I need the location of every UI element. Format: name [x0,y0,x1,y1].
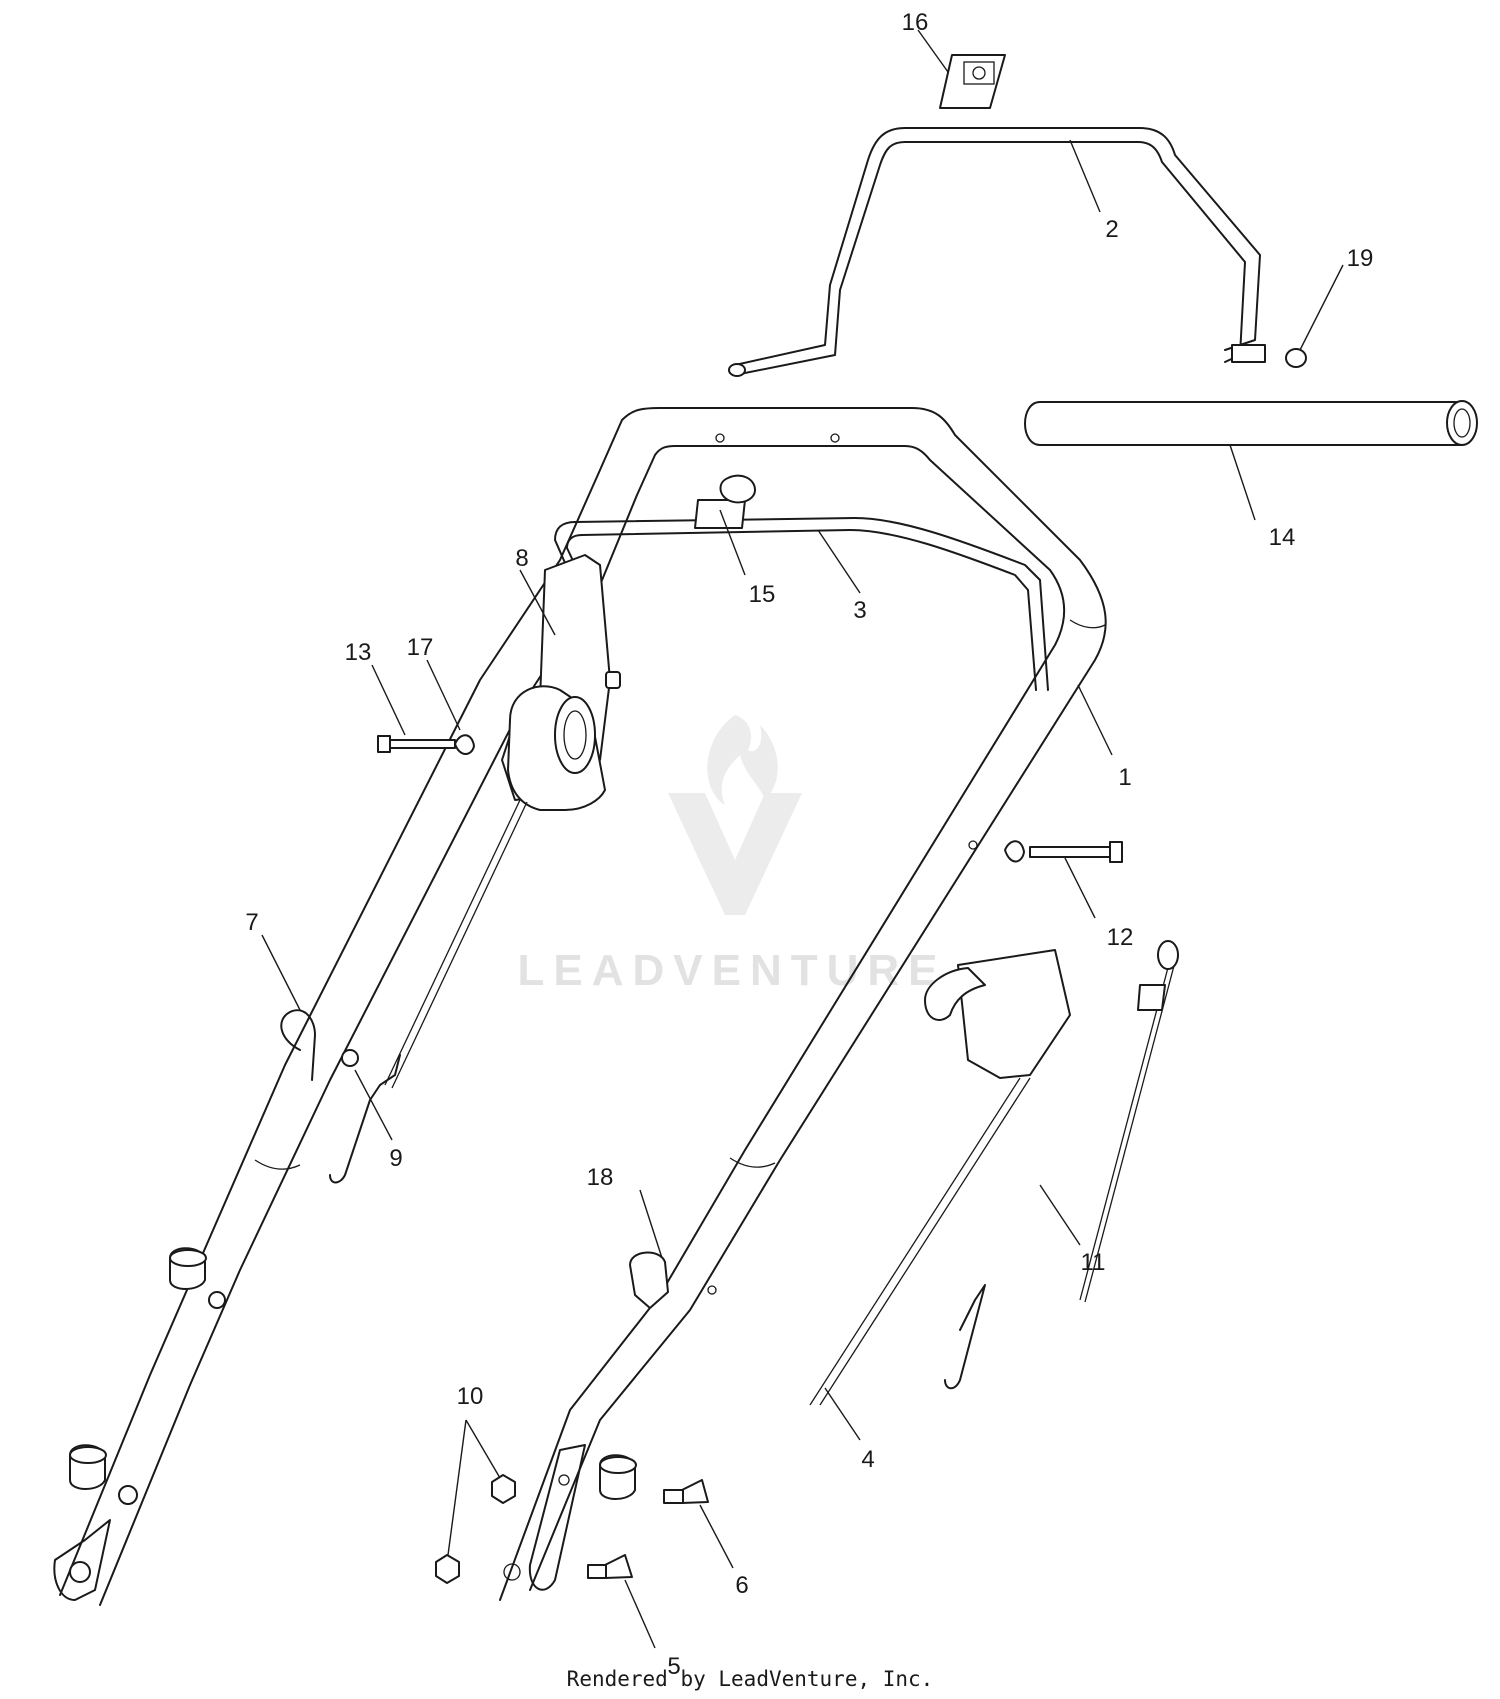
watermark-text: LEADVENTURE [517,946,946,995]
callout-3: 3 [853,597,866,624]
callout-10: 10 [457,1383,484,1410]
part-3-control-bail [554,517,1049,691]
watermark: LEADVENTURE [517,715,946,995]
callout-15: 15 [749,581,776,608]
callout-17: 17 [407,634,434,661]
callout-19: 19 [1347,245,1374,272]
part-9-spring-cable [329,799,528,1184]
part-11-drive-cable [944,940,1179,1390]
callout-11: 11 [1081,1249,1106,1276]
part-18-clip [629,1251,669,1309]
callout-16: 16 [902,9,929,36]
part-16-decal [939,54,1006,109]
part-4-control-cable [809,949,1071,1406]
callout-12: 12 [1107,924,1134,951]
callout-1: 1 [1118,764,1131,791]
footer-credit: Rendered by LeadVenture, Inc. [566,1667,934,1691]
callouts: 1 2 3 4 5 6 7 8 9 10 11 12 13 14 15 16 1… [245,9,1373,1680]
callout-4: 4 [861,1446,874,1473]
callout-14: 14 [1269,524,1296,551]
callout-8: 8 [515,545,528,572]
callout-7: 7 [245,909,258,936]
callout-6: 6 [735,1572,748,1599]
flame-logo-icon [668,715,802,915]
part-8-control-housing [501,554,621,811]
callout-13: 13 [345,639,372,666]
part-7-clip [280,1009,316,1081]
part-14-grip [1024,400,1478,446]
callout-18: 18 [587,1164,614,1191]
part-1-lower-handle [53,407,1107,1606]
callout-9: 9 [389,1145,402,1172]
part-2-upper-bail [728,127,1266,377]
hardware [377,348,1307,1584]
part-15-decal [694,474,756,529]
leader-lines [261,29,1344,1649]
callout-2: 2 [1105,216,1118,243]
callout-5: 5 [667,1653,680,1680]
